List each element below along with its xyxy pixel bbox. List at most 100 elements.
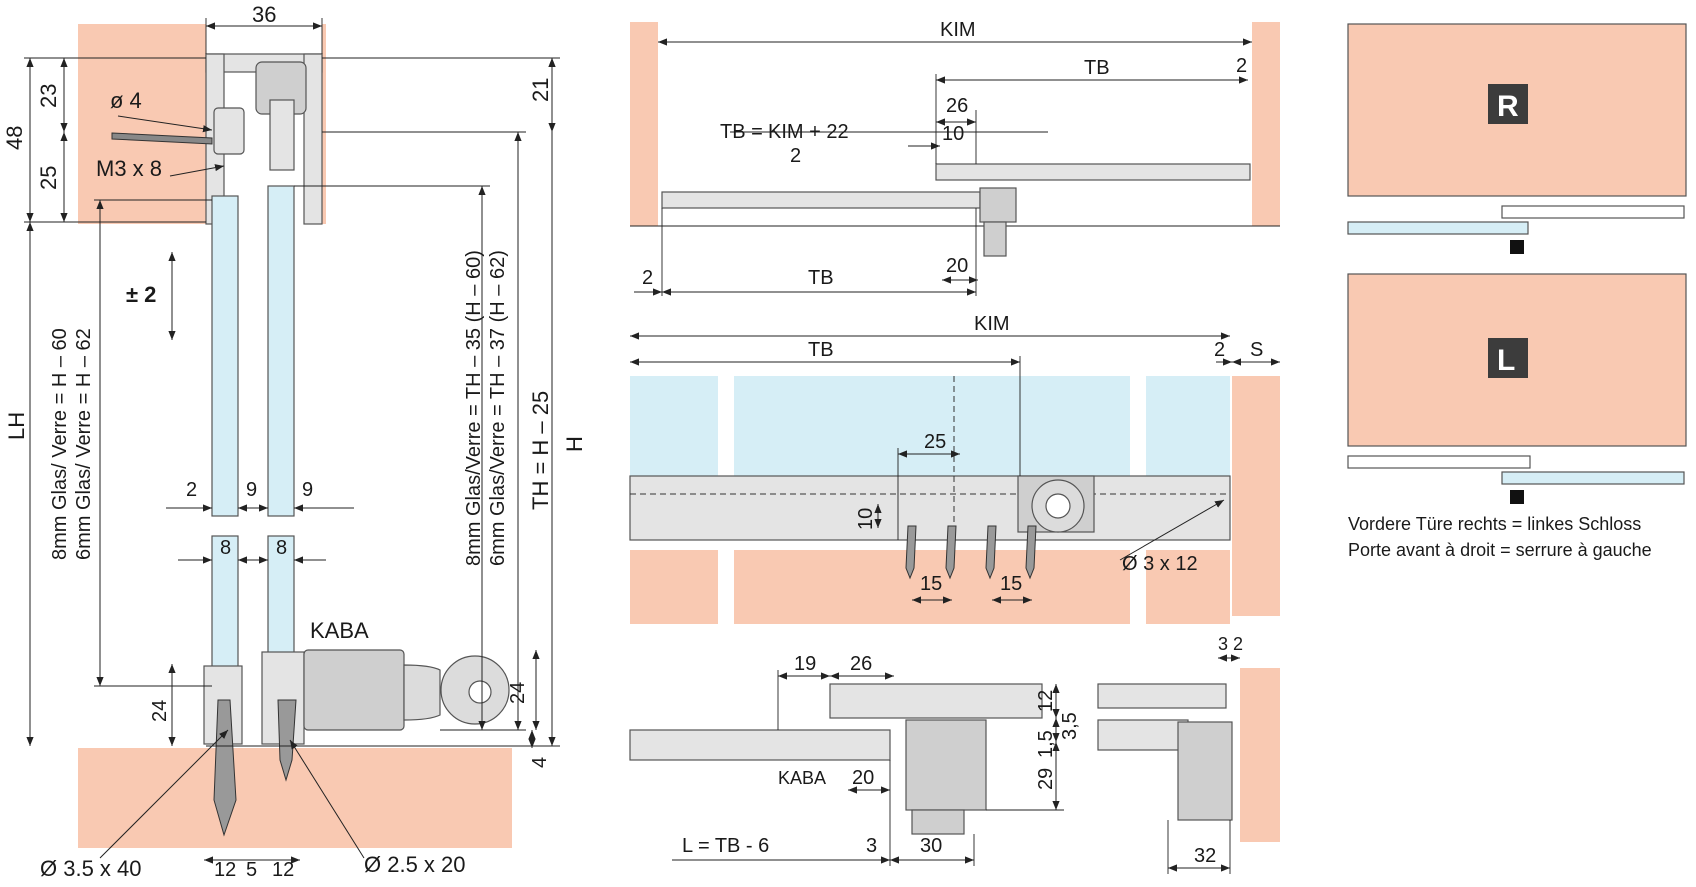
tolerance-label: ± 2 <box>126 282 156 307</box>
dim-9a: 9 <box>246 479 257 501</box>
front-kim: KIM <box>974 313 1010 335</box>
dim-9b: 9 <box>302 479 313 501</box>
glass-a <box>630 376 718 476</box>
front-dim-15a: 15 <box>920 573 942 595</box>
legend: R L Vordere Türe rechts = linkes Schloss… <box>1347 23 1687 560</box>
front-dim-15b: 15 <box>1000 573 1022 595</box>
screw-right-label: Ø 2.5 x 20 <box>364 852 466 877</box>
bottom-wood-c <box>1146 550 1230 624</box>
front-screw-label: Ø 3 x 12 <box>1122 553 1198 575</box>
th-label: TH = H – 25 <box>528 391 553 510</box>
dim-24a: 24 <box>149 700 171 722</box>
detail-rail-front <box>629 729 891 761</box>
panel-l-front <box>1501 471 1685 485</box>
ceiling-wood-left <box>78 24 206 224</box>
dim-8a: 8 <box>220 537 231 559</box>
dim-8b: 8 <box>276 537 287 559</box>
glass-panel-back-lower <box>267 535 295 673</box>
detail-dim-3-2: 3 2 <box>1218 634 1243 654</box>
lock-top <box>979 187 1017 223</box>
h-label: H <box>562 436 587 452</box>
right-wall <box>1232 376 1280 616</box>
top-dim-2-bottom: 2 <box>642 267 653 289</box>
label-r: R <box>1497 90 1519 123</box>
panel-l-back <box>1347 455 1531 469</box>
screw-right-icon <box>277 699 297 782</box>
detail2-lock <box>1177 721 1233 821</box>
top-dim-20: 20 <box>946 255 968 277</box>
dim-2: 2 <box>186 479 197 501</box>
formula-den: 2 <box>790 145 801 167</box>
top-dim-10: 10 <box>942 123 964 145</box>
top-tb: TB <box>1084 57 1110 79</box>
lock-marker-l <box>1510 490 1524 504</box>
bottom-5: 5 <box>246 859 257 881</box>
glass-panel-back <box>267 185 295 517</box>
detail-dim-3: 3 <box>866 835 877 857</box>
detail-view: 19 26 12 3,5 29 1,5 KABA 20 L = TB - 6 3… <box>629 634 1280 874</box>
detail-cylinder <box>911 809 965 835</box>
floor-wood <box>78 748 512 848</box>
detail2-rail-top <box>1097 683 1227 709</box>
lock-cylinder-top <box>983 221 1007 257</box>
dim-21: 21 <box>528 78 553 102</box>
detail-dim-20: 20 <box>852 767 874 789</box>
detail-dim-3-5: 3,5 <box>1059 712 1081 740</box>
panel-r-front <box>1347 221 1529 235</box>
top-rail-profile <box>205 53 323 225</box>
top-view: KIM TB 2 TB = KIM + 22 2 26 10 20 2 TB <box>630 19 1280 296</box>
dia-4-label: ø 4 <box>110 88 142 113</box>
front-dim-2: 2 <box>1214 339 1225 361</box>
front-dim-25: 25 <box>924 431 946 453</box>
detail-l-formula: L = TB - 6 <box>682 835 769 857</box>
bottom-wood-a <box>630 550 718 624</box>
side-wall-left <box>630 22 658 226</box>
detail-dim-26: 26 <box>850 653 872 675</box>
screw-top-icon <box>111 132 213 145</box>
glass-b <box>734 376 1130 476</box>
glass-6mm-left: 6mm Glas/ Verre = H – 62 <box>73 328 95 560</box>
detail-dim-1-5: 1,5 <box>1035 730 1057 758</box>
label-box-r <box>1488 84 1528 124</box>
top-tb-bottom: TB <box>808 267 834 289</box>
top-kim: KIM <box>940 19 976 41</box>
dim-48: 48 <box>2 126 27 150</box>
lh-label: LH <box>4 412 29 440</box>
detail-lock <box>905 719 987 811</box>
top-dim-26: 26 <box>946 95 968 117</box>
legend-line-1: Vordere Türe rechts = linkes Schloss <box>1348 514 1641 534</box>
detail2-rail-front <box>1097 719 1189 751</box>
screw-m3-label: M3 x 8 <box>96 156 162 181</box>
rail-back <box>935 163 1251 181</box>
dim-23: 23 <box>36 84 61 108</box>
detail-dim-29: 29 <box>1035 768 1057 790</box>
detail-dim-12: 12 <box>1035 690 1057 712</box>
side-wall-right <box>1252 22 1280 226</box>
glass-8mm-left: 8mm Glas/ Verre = H – 60 <box>49 328 71 560</box>
dim-4: 4 <box>529 757 551 768</box>
detail-rail-top <box>829 683 1043 719</box>
detail2-wall <box>1240 668 1280 842</box>
top-dim-2: 2 <box>1236 55 1247 77</box>
rail-front-view <box>629 475 1231 541</box>
bottom-12a: 12 <box>214 859 236 881</box>
detail-dim-19: 19 <box>794 653 816 675</box>
front-s: S <box>1250 339 1263 361</box>
rail-front <box>661 191 981 209</box>
front-tb: TB <box>808 339 834 361</box>
bottom-12b: 12 <box>272 859 294 881</box>
glass-8mm-right: 8mm Glas/Verre = TH – 35 (H – 60) <box>463 250 485 566</box>
glass-panel-front-lower <box>211 535 239 687</box>
screw-left-label: Ø 3.5 x 40 <box>40 856 142 881</box>
ceiling-wood-right <box>322 24 326 224</box>
front-view: KIM TB 2 S 25 10 15 15 Ø 3 x 12 <box>629 313 1280 624</box>
dim-24b: 24 <box>507 682 529 704</box>
dim-36: 36 <box>252 2 276 27</box>
formula-lhs: TB = <box>720 121 763 143</box>
section-view: 36 23 48 25 21 ø 4 M3 x 8 ± 2 LH 8mm Gla… <box>2 2 587 881</box>
front-dim-10: 10 <box>855 508 877 530</box>
glass-c <box>1146 376 1230 476</box>
glass-panel-front <box>211 195 239 517</box>
kaba-label: KABA <box>310 618 369 643</box>
panel-r-back <box>1501 205 1685 219</box>
